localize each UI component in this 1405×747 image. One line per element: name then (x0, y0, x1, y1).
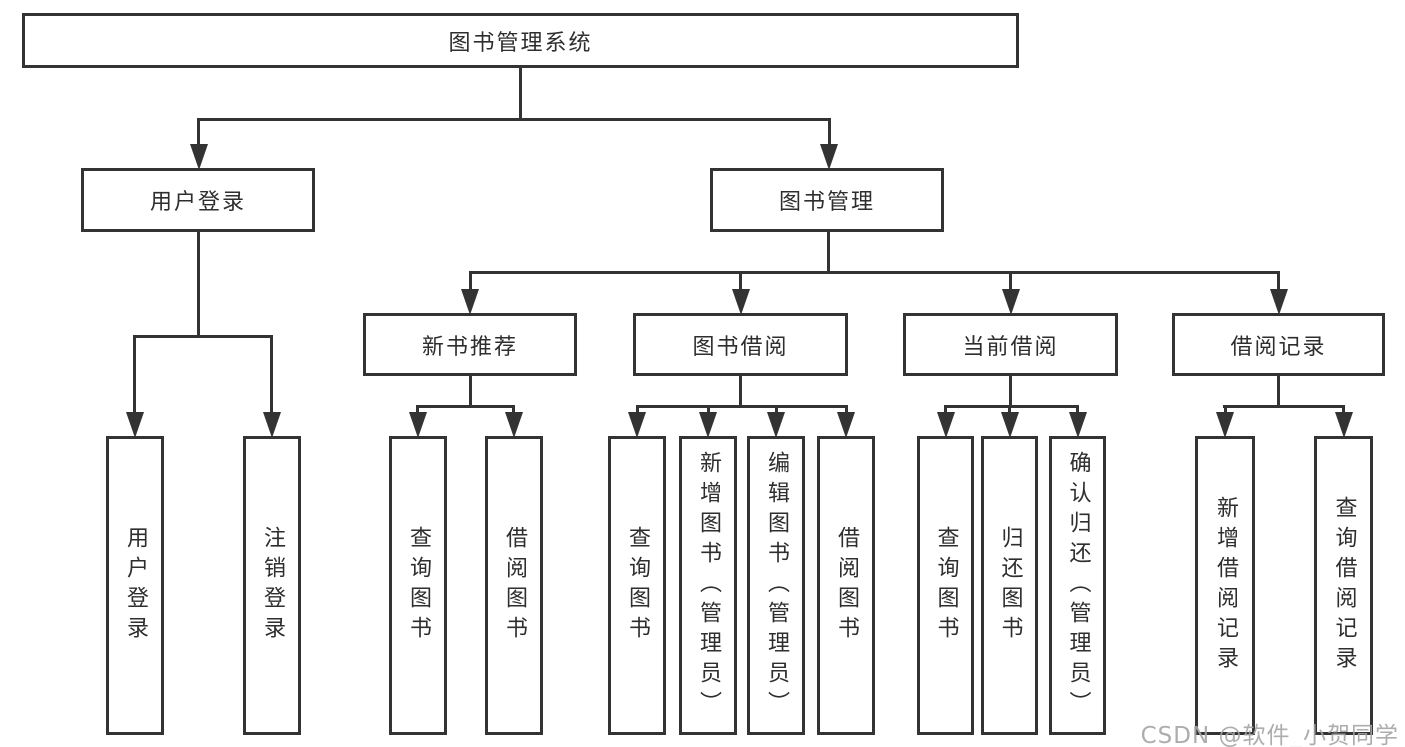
arrowhead-down-icon (461, 289, 479, 315)
node-book-management: 图书管理 (710, 168, 944, 232)
connector-line (133, 335, 136, 416)
leaf-query-books-recommend: 查询图书 (389, 436, 447, 735)
arrowhead-down-icon (628, 412, 646, 438)
arrowhead-down-icon (408, 412, 427, 438)
connector-line (468, 271, 472, 293)
connector-line (519, 68, 522, 121)
connector-line (944, 405, 1079, 408)
leaf-query-books-current: 查询图书 (917, 436, 974, 735)
connector-line (1223, 405, 1345, 408)
leaf-query-books-borrow: 查询图书 (608, 436, 666, 735)
arrowhead-down-icon (1334, 412, 1353, 438)
connector-line (1009, 376, 1012, 408)
connector-line (470, 271, 1280, 274)
connector-line (1277, 271, 1280, 293)
node-user-login: 用户登录 (81, 168, 315, 232)
node-new-book-recommend: 新书推荐 (363, 313, 577, 376)
leaf-add-books-admin: 新增图书（管理员） (679, 436, 737, 735)
connector-line (844, 405, 848, 416)
connector-line (944, 405, 947, 416)
leaf-query-borrow-record: 查询借阅记录 (1314, 436, 1373, 735)
arrowhead-down-icon (1216, 412, 1234, 438)
leaf-borrow-books-recommend: 借阅图书 (485, 436, 543, 735)
connector-line (827, 118, 831, 148)
leaf-borrow-books: 借阅图书 (817, 436, 875, 735)
connector-line (512, 405, 515, 416)
connector-line (1009, 271, 1012, 293)
node-library-system: 图书管理系统 (22, 13, 1019, 68)
csdn-watermark: CSDN @软件_小贺同学 (1140, 723, 1399, 747)
connector-line (636, 405, 847, 408)
arrowhead-down-icon (504, 412, 523, 438)
connector-line (416, 405, 515, 408)
connector-line (1223, 405, 1227, 416)
arrowhead-down-icon (699, 412, 717, 438)
leaf-return-books: 归还图书 (981, 436, 1038, 735)
connector-line (827, 232, 830, 274)
arrowhead-down-icon (262, 412, 281, 438)
connector-line (1076, 405, 1079, 416)
connector-line (635, 405, 639, 416)
arrowhead-down-icon (189, 144, 208, 170)
connector-line (197, 118, 200, 148)
leaf-user-login: 用户登录 (106, 436, 164, 735)
leaf-confirm-return-admin: 确认归还（管理员） (1049, 436, 1106, 735)
arrowhead-down-icon (1068, 412, 1087, 438)
leaf-logout: 注销登录 (243, 436, 301, 735)
connector-line (774, 405, 778, 416)
leaf-add-borrow-record: 新增借阅记录 (1195, 436, 1255, 735)
connector-line (416, 405, 419, 416)
connector-line (197, 232, 200, 338)
node-borrowing-records: 借阅记录 (1172, 313, 1385, 376)
arrowhead-down-icon (731, 289, 750, 315)
connector-line (468, 376, 472, 408)
connector-line (197, 118, 831, 121)
connector-line (706, 405, 710, 416)
connector-line (1277, 376, 1280, 408)
arrowhead-down-icon (125, 412, 144, 438)
node-current-borrowing: 当前借阅 (903, 313, 1118, 376)
connector-line (1008, 405, 1011, 416)
connector-line (1342, 405, 1345, 416)
arrowhead-down-icon (936, 412, 955, 438)
connector-line (133, 335, 273, 338)
arrowhead-down-icon (820, 144, 838, 170)
arrowhead-down-icon (767, 412, 785, 438)
arrowhead-down-icon (837, 412, 855, 438)
node-book-borrowing: 图书借阅 (633, 313, 848, 376)
connector-line (270, 335, 273, 416)
arrowhead-down-icon (1000, 412, 1019, 438)
arrowhead-down-icon (1001, 289, 1020, 315)
leaf-edit-books-admin: 编辑图书（管理员） (747, 436, 805, 735)
connector-line (739, 271, 742, 293)
connector-line (739, 376, 742, 408)
arrowhead-down-icon (1269, 289, 1288, 315)
